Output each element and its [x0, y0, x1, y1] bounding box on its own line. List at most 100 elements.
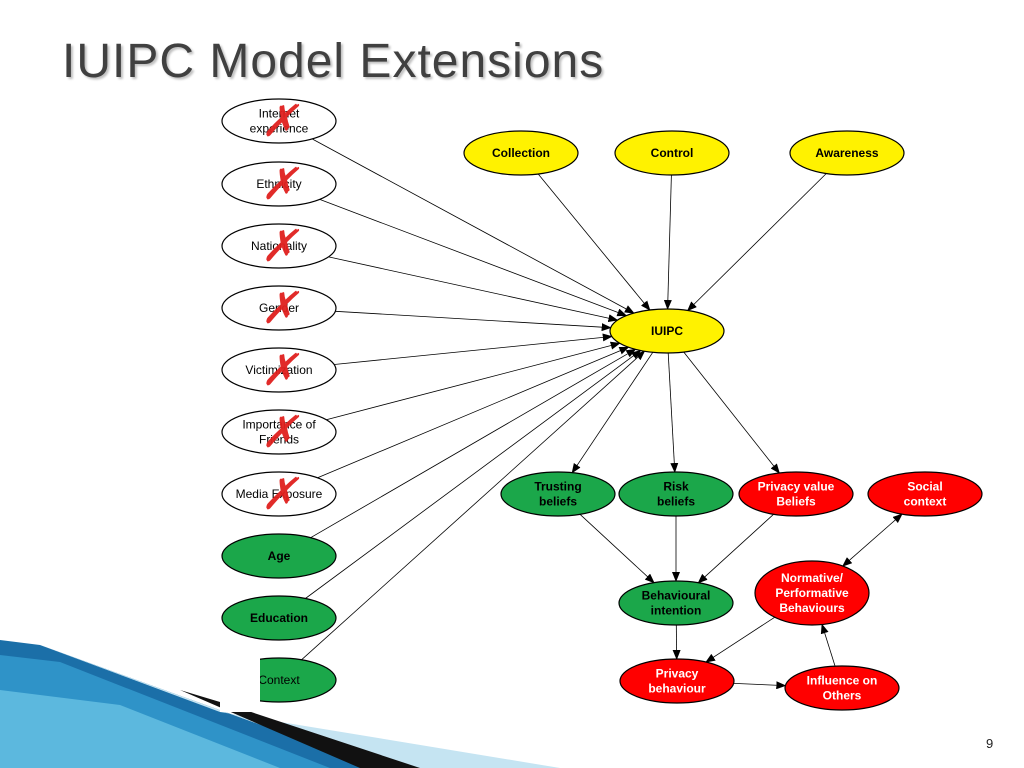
edge-media-to-iuipc — [317, 346, 630, 479]
cross-out-mark-icon: ✗ — [261, 222, 300, 271]
node-ellipse — [618, 580, 734, 626]
node-label: Privacy value — [758, 480, 835, 494]
edge-victimization-to-iuipc — [334, 333, 613, 365]
node-ethnicity: Ethnicity — [221, 161, 337, 207]
node-label: Importance of — [242, 418, 316, 432]
edge-nationality-to-iuipc — [328, 256, 619, 323]
edge-context-to-iuipc — [301, 350, 646, 661]
node-label: Friends — [259, 433, 299, 447]
node-ellipse — [221, 347, 337, 393]
node-label: Behavioural — [642, 589, 711, 603]
edge-iuipc-to-risk — [667, 352, 679, 473]
node-ellipse — [619, 658, 735, 704]
edge-privacy-behaviour-to-influence — [733, 681, 787, 690]
cross-out-mark-icon: ✗ — [261, 470, 300, 519]
edge-iuipc-to-privacy-value — [683, 351, 780, 474]
node-label: intention — [651, 604, 702, 618]
node-label: Others — [823, 689, 862, 703]
node-ellipse — [614, 130, 730, 176]
node-label: Privacy — [656, 667, 699, 681]
node-label: Control — [651, 146, 694, 160]
node-label: Awareness — [815, 146, 878, 160]
edge-friends-to-iuipc — [326, 341, 621, 421]
node-label: Education — [250, 611, 308, 625]
slide-title: IUIPC Model Extensions — [62, 35, 605, 88]
node-ellipse — [754, 560, 870, 626]
node-label: Influence on — [807, 674, 878, 688]
node-awareness: Awareness — [789, 130, 905, 176]
node-iuipc: IUIPC — [609, 308, 725, 354]
edge-gender-to-iuipc — [335, 310, 612, 332]
node-education: Education — [221, 595, 337, 641]
decorative-wave — [0, 640, 560, 768]
node-label: Age — [268, 549, 291, 563]
nodes-layer: InternetexperienceEthnicityNationalityGe… — [221, 98, 983, 711]
node-label: Behaviours — [779, 601, 845, 615]
page-number: 9 — [986, 736, 994, 751]
node-gender: Gender — [221, 285, 337, 331]
edge-age-to-iuipc — [310, 348, 637, 539]
node-label: Context — [258, 673, 300, 687]
decor-layer: ✗✗✗✗✗✗✗ — [0, 97, 560, 768]
node-ellipse — [500, 471, 616, 517]
node-label: Performative — [775, 586, 849, 600]
edge-influence-to-normative — [820, 623, 836, 667]
node-ellipse — [738, 471, 854, 517]
node-label: Media Exposure — [236, 487, 323, 501]
node-ellipse — [221, 161, 337, 207]
node-collection: Collection — [463, 130, 579, 176]
node-media: Media Exposure — [221, 471, 337, 517]
node-label: Risk — [663, 480, 689, 494]
node-victimization: Victimization — [221, 347, 337, 393]
edge-trusting-to-intention — [579, 514, 655, 584]
node-ellipse — [221, 285, 337, 331]
edge-control-to-iuipc — [663, 174, 672, 310]
node-age: Age — [221, 533, 337, 579]
node-label: Normative/ — [781, 571, 844, 585]
node-control: Control — [614, 130, 730, 176]
edge-privacy-value-to-intention — [697, 513, 774, 584]
node-ellipse — [618, 471, 734, 517]
node-label: experience — [250, 122, 309, 136]
edge-awareness-to-iuipc — [686, 173, 827, 312]
edges-layer — [301, 138, 903, 690]
node-ellipse — [789, 130, 905, 176]
edge-normative-to-privacy-behaviour — [705, 616, 776, 663]
node-label: Internet — [259, 107, 300, 121]
edge-internet-to-iuipc — [311, 138, 635, 314]
node-ellipse — [221, 595, 337, 641]
node-ellipse — [463, 130, 579, 176]
edge-social-to-normative — [842, 513, 903, 567]
node-ellipse — [221, 223, 337, 269]
node-label: Trusting — [534, 480, 581, 494]
edge-ethnicity-to-iuipc — [319, 199, 628, 317]
node-label: Collection — [492, 146, 550, 160]
edge-iuipc-to-trusting — [571, 352, 654, 474]
node-ellipse — [221, 409, 337, 455]
node-label: IUIPC — [651, 324, 683, 338]
node-nationality: Nationality — [221, 223, 337, 269]
node-label: Beliefs — [776, 495, 816, 509]
node-label: behaviour — [648, 682, 706, 696]
node-label: beliefs — [539, 495, 577, 509]
node-ellipse — [221, 471, 337, 517]
cross-out-mark-icon: ✗ — [261, 284, 300, 333]
node-ellipse — [221, 98, 337, 144]
cross-out-mark-icon: ✗ — [261, 346, 300, 395]
edge-collection-to-iuipc — [537, 173, 651, 311]
node-label: context — [904, 495, 947, 509]
cross-out-mark-icon: ✗ — [261, 160, 300, 209]
node-label: beliefs — [657, 495, 695, 509]
cross-out-mark-icon: ✗ — [261, 408, 300, 457]
